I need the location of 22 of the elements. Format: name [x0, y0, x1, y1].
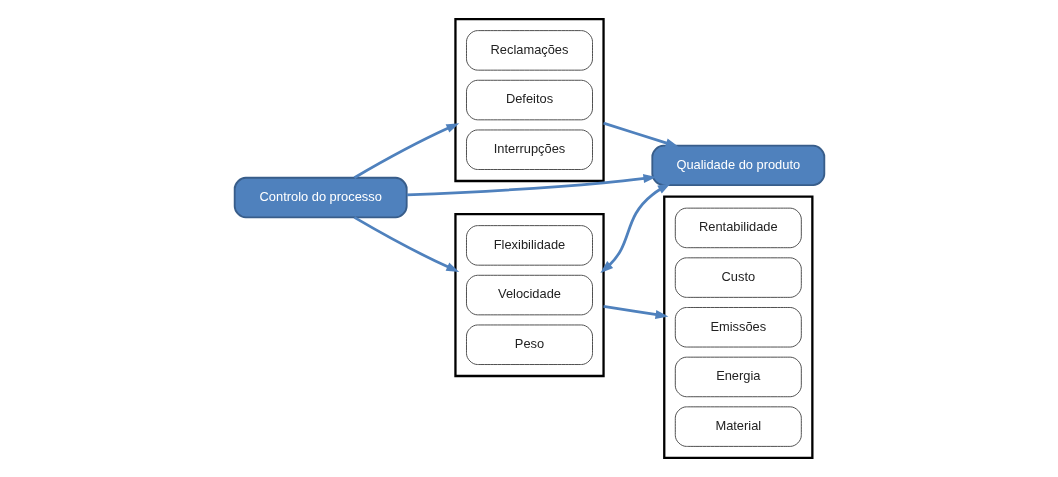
arrow [406, 174, 656, 197]
node-box: Defeitos [465, 79, 593, 121]
arrow [353, 123, 459, 179]
node-box: Energia [674, 356, 802, 398]
node-box: Emissões [674, 307, 802, 348]
node-box: Interrupções [465, 129, 593, 170]
node-box: Velocidade [465, 274, 593, 316]
arrow [602, 305, 668, 320]
cluster [453, 212, 605, 378]
arrow [599, 183, 671, 273]
node-box: Flexibilidade [465, 225, 593, 266]
node-box: Material [674, 406, 802, 447]
node-box: Rentabilidade [674, 207, 802, 249]
node-box: Custo [674, 257, 802, 298]
arrow [602, 121, 679, 148]
node-box: Qualidade do produto [650, 144, 825, 187]
cluster [662, 195, 813, 460]
node-box: Controlo do processo [233, 176, 408, 219]
node-box: Reclamações [465, 30, 593, 71]
cluster [453, 17, 605, 183]
arrow [353, 216, 459, 272]
node-box: Peso [465, 324, 593, 365]
